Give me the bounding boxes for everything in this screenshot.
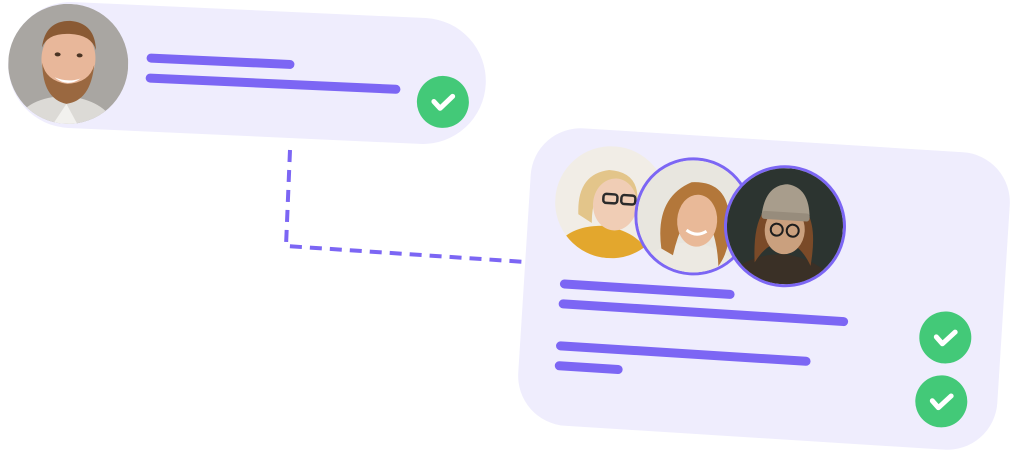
text-line-1 [146, 53, 295, 70]
check-icon [917, 309, 973, 366]
text-line-3 [555, 341, 811, 367]
text-line-2 [558, 299, 849, 327]
woman-smiling-avatar [630, 153, 757, 280]
text-line-2 [145, 73, 401, 94]
group-card [515, 125, 1013, 453]
text-line-4 [554, 361, 623, 375]
check-icon [415, 74, 471, 130]
bearded-man-avatar [5, 1, 131, 127]
text-line-1 [559, 279, 735, 300]
single-user-card [5, 0, 489, 147]
check-icon [913, 373, 969, 429]
